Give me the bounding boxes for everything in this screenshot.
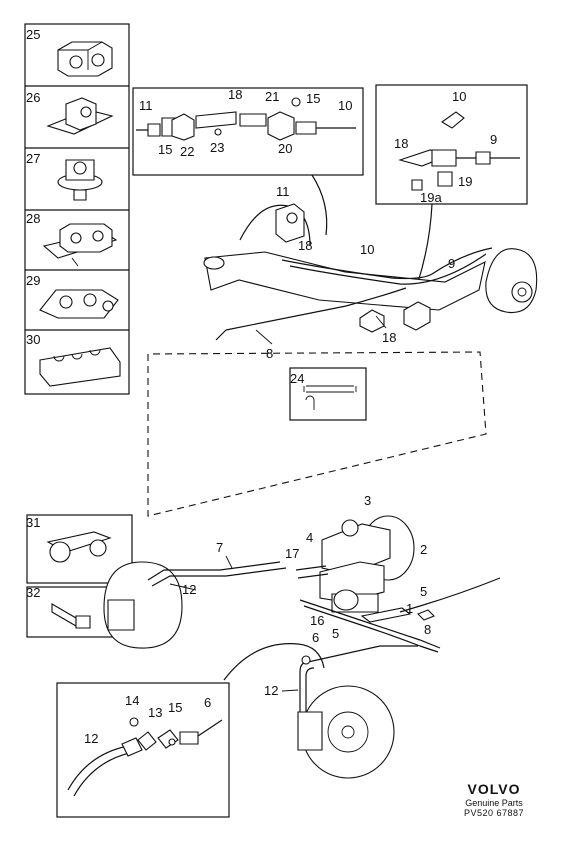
callout-l-7: 7 <box>216 540 223 555</box>
detail-box-24: 24 <box>289 367 367 421</box>
leader-detail-1 <box>311 174 328 236</box>
callout-d1-15b: 15 <box>306 91 320 106</box>
volvo-brand-block: VOLVO Genuine Parts PV520 67887 <box>444 781 544 818</box>
clip-column: 25 26 27 28 29 30 <box>24 23 130 395</box>
callout-l-17: 17 <box>285 546 299 561</box>
detail-box-pipe-union: 11 15 22 23 18 21 15 10 20 <box>132 87 364 176</box>
callout-d1-11: 11 <box>139 98 153 113</box>
genuine-parts-label: Genuine Parts <box>465 798 523 808</box>
callout-29: 29 <box>26 273 40 288</box>
rear-axle-assembly: 11 18 10 9 8 18 <box>203 184 538 361</box>
callout-m-24: 24 <box>290 371 304 386</box>
dashed-connector <box>147 351 487 517</box>
callout-l-5b: 5 <box>332 626 339 641</box>
diagram-code: PV520 67887 <box>463 808 525 818</box>
callout-d1-10: 10 <box>338 98 352 113</box>
callout-l-6: 6 <box>312 630 319 645</box>
callout-d2-18: 18 <box>394 136 408 151</box>
callout-d3-14: 14 <box>125 693 139 708</box>
callout-d1-20: 20 <box>278 141 292 156</box>
callout-m-8: 8 <box>266 346 273 361</box>
callout-d1-15a: 15 <box>158 142 172 157</box>
volvo-logo: VOLVO <box>467 781 521 797</box>
callout-l-8: 8 <box>424 622 431 637</box>
callout-d1-22: 22 <box>180 144 194 159</box>
callout-l-4: 4 <box>306 530 313 545</box>
leader-detail-2 <box>417 203 433 283</box>
clip-31-box: 31 <box>26 514 133 584</box>
callout-d1-18: 18 <box>228 87 242 102</box>
front-brake-assembly: 3 2 4 17 7 12 5 16 5 1 8 6 12 <box>103 493 501 779</box>
callout-d2-10: 10 <box>452 89 466 104</box>
callout-28: 28 <box>26 211 40 226</box>
callout-25: 25 <box>26 27 40 42</box>
callout-d3-12: 12 <box>84 731 98 746</box>
callout-m-11: 11 <box>276 184 290 199</box>
callout-d3-13: 13 <box>148 705 162 720</box>
callout-d2-9: 9 <box>490 132 497 147</box>
callout-d2-19: 19 <box>458 174 472 189</box>
callout-27: 27 <box>26 151 40 166</box>
clip-32-box: 32 <box>26 585 133 638</box>
callout-l-12a: 12 <box>182 582 196 597</box>
callout-d2-19a: 19a <box>420 190 442 205</box>
clip-30-drawing <box>39 347 121 387</box>
callout-l-1: 1 <box>406 601 413 616</box>
callout-l-3: 3 <box>364 493 371 508</box>
callout-m-18a: 18 <box>298 238 312 253</box>
clip-26-drawing <box>46 97 114 135</box>
detail-box-rear-connector: 10 18 9 19 19a <box>375 84 528 205</box>
callout-l-12b: 12 <box>264 683 278 698</box>
callout-d1-23: 23 <box>210 140 224 155</box>
clip-28-drawing <box>42 223 118 267</box>
callout-31: 31 <box>26 515 40 530</box>
callout-32: 32 <box>26 585 40 600</box>
clip-29-drawing <box>39 289 119 319</box>
callout-m-9: 9 <box>448 256 455 271</box>
callout-d3-6: 6 <box>204 695 211 710</box>
callout-26: 26 <box>26 90 40 105</box>
callout-30: 30 <box>26 332 40 347</box>
callout-d1-21: 21 <box>265 89 279 104</box>
clip-25-drawing <box>57 41 113 77</box>
callout-l-2: 2 <box>420 542 427 557</box>
detail-box-hose-union: 14 13 15 6 12 <box>56 682 230 818</box>
callout-m-18b: 18 <box>382 330 396 345</box>
callout-l-16: 16 <box>310 613 324 628</box>
callout-l-5a: 5 <box>420 584 427 599</box>
clip-27-drawing <box>57 159 103 201</box>
callout-d3-15: 15 <box>168 700 182 715</box>
callout-m-10: 10 <box>360 242 374 257</box>
